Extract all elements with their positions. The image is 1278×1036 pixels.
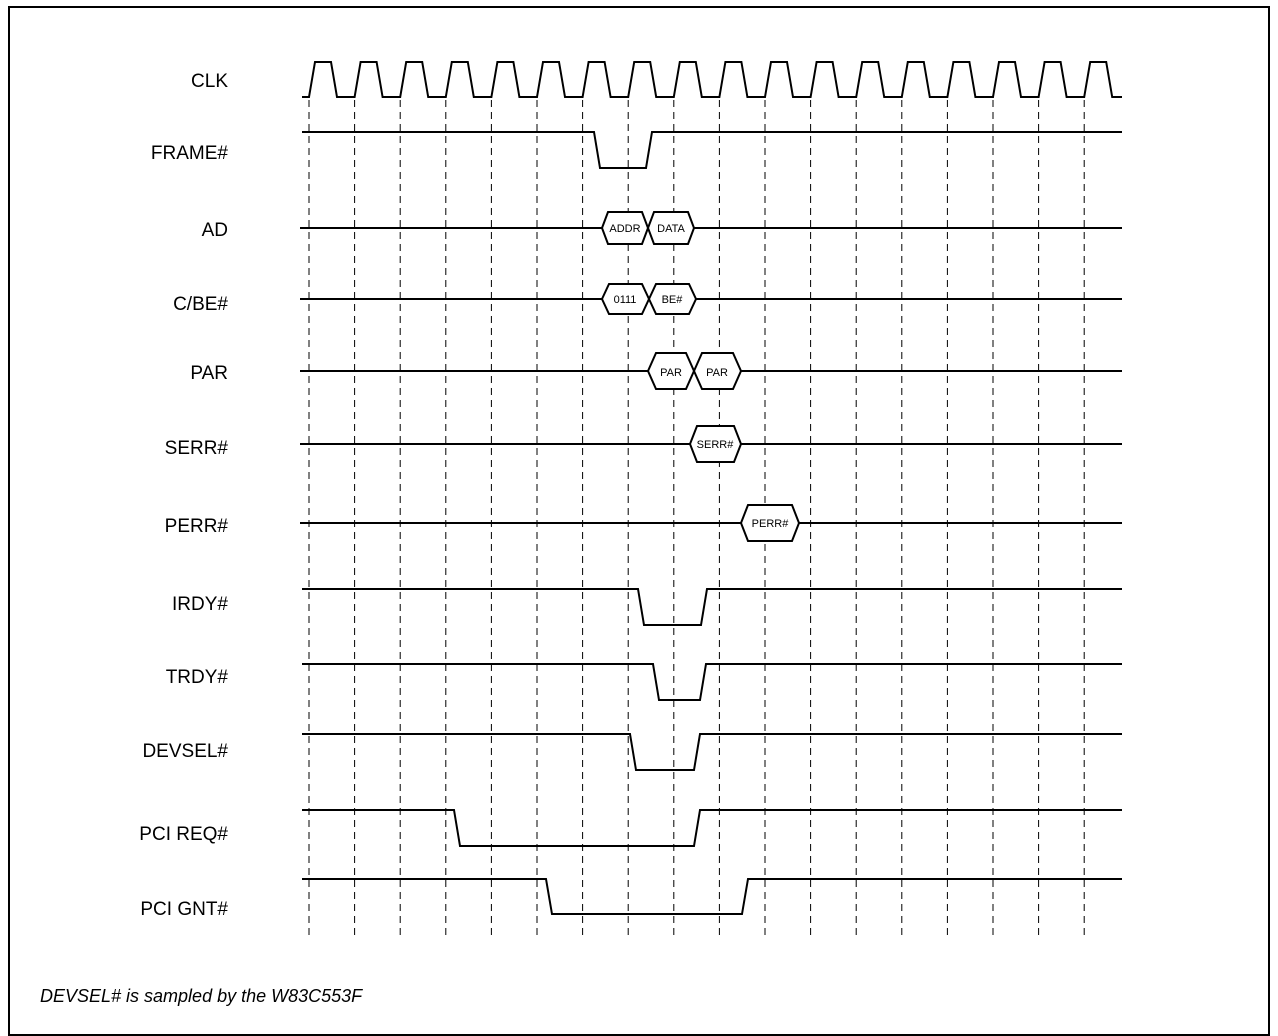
label-perr: PERR# bbox=[165, 516, 229, 537]
serr-box bbox=[688, 425, 743, 463]
cbe-waveform: 0111 BE# bbox=[300, 283, 1122, 315]
perr-box bbox=[739, 504, 801, 542]
label-irdy: IRDY# bbox=[172, 594, 228, 615]
label-par: PAR bbox=[190, 363, 228, 384]
par-text-2: PAR bbox=[706, 367, 728, 379]
perr-waveform: PERR# bbox=[300, 504, 1122, 542]
ad-data-box bbox=[646, 211, 696, 245]
cbe-cmd-text: 0111 bbox=[614, 294, 637, 306]
serr-waveform: SERR# bbox=[300, 425, 1122, 463]
label-trdy: TRDY# bbox=[166, 667, 229, 688]
signal-labels: CLK FRAME# AD C/BE# PAR SERR# PERR# IRDY… bbox=[139, 71, 228, 920]
label-pci-gnt: PCI GNT# bbox=[140, 899, 228, 920]
par-box-2 bbox=[692, 352, 743, 390]
diagram-caption: DEVSEL# is sampled by the W83C553F bbox=[40, 986, 363, 1006]
ad-addr-text: ADDR bbox=[609, 223, 640, 235]
trdy-waveform bbox=[302, 663, 1122, 701]
pci-req-waveform bbox=[302, 809, 1122, 847]
label-frame: FRAME# bbox=[151, 143, 229, 164]
pci-gnt-waveform bbox=[302, 878, 1122, 915]
label-cbe: C/BE# bbox=[173, 294, 228, 315]
clk-waveform bbox=[302, 61, 1122, 98]
par-waveform: PAR PAR bbox=[300, 352, 1122, 390]
ad-data-text: DATA bbox=[657, 223, 685, 235]
label-pci-req: PCI REQ# bbox=[139, 824, 228, 845]
label-devsel: DEVSEL# bbox=[142, 741, 228, 762]
irdy-waveform bbox=[302, 588, 1122, 626]
cbe-be-text: BE# bbox=[662, 294, 684, 306]
serr-text: SERR# bbox=[697, 439, 735, 451]
ad-waveform: ADDR DATA bbox=[300, 211, 1122, 245]
cbe-be-box bbox=[647, 283, 698, 315]
label-serr: SERR# bbox=[165, 438, 229, 459]
clock-grid bbox=[308, 100, 1085, 938]
label-ad: AD bbox=[202, 220, 228, 241]
frame-waveform bbox=[302, 131, 1122, 169]
label-clk: CLK bbox=[191, 71, 228, 92]
devsel-waveform bbox=[302, 733, 1122, 771]
perr-text: PERR# bbox=[752, 518, 790, 530]
par-text-1: PAR bbox=[660, 367, 682, 379]
